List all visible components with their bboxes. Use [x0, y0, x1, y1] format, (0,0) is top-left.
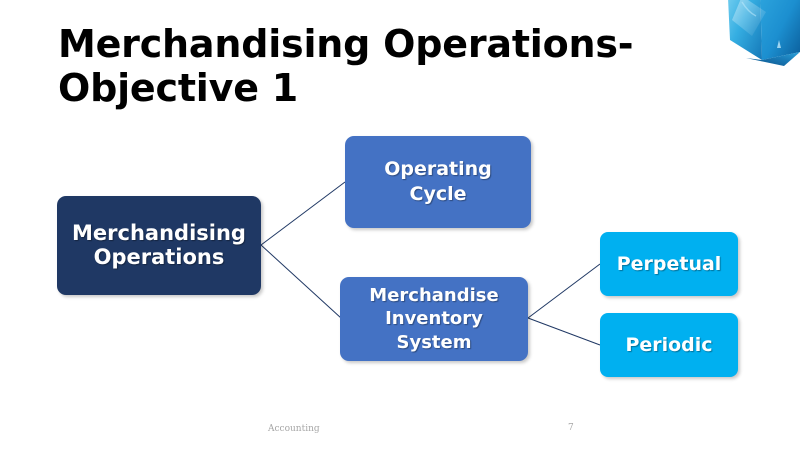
- diagram-node-operating-cycle[interactable]: Operating Cycle: [345, 136, 531, 228]
- page-title: Merchandising Operations- Objective 1: [58, 22, 634, 111]
- blue-diamond-graphic: [728, 0, 800, 66]
- footer-page-number: 7: [568, 423, 574, 433]
- diagram-node-periodic[interactable]: Periodic: [600, 313, 738, 377]
- footer-label: Accounting: [268, 424, 320, 434]
- diagram-node-merchandise-inventory-system[interactable]: Merchandise Inventory System: [340, 277, 528, 361]
- diagram-node-perpetual[interactable]: Perpetual: [600, 232, 738, 296]
- connector-root-to-operating-cycle: [260, 181, 346, 246]
- connector-root-to-inventory-system: [260, 244, 342, 319]
- diagram-node-merchandising-operations[interactable]: Merchandising Operations: [57, 196, 261, 295]
- connector-inventory-to-perpetual: [527, 263, 601, 319]
- connector-inventory-to-periodic: [527, 317, 601, 346]
